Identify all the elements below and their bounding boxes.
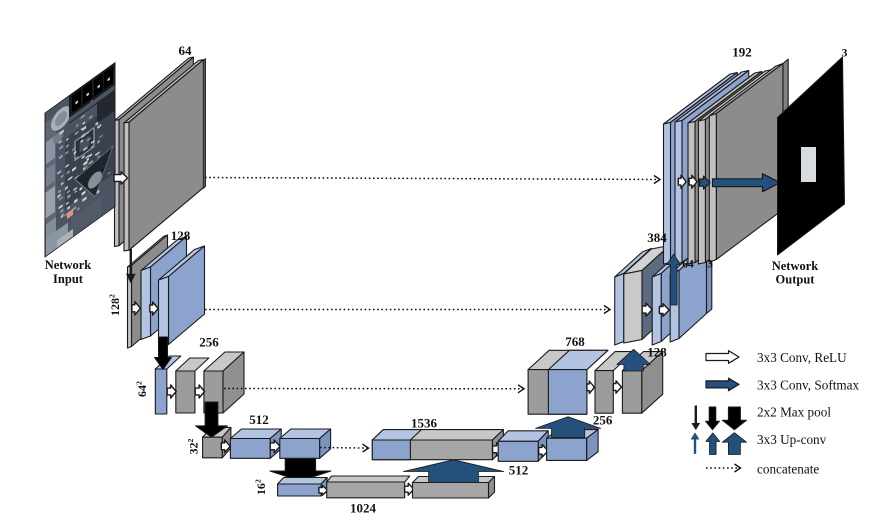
svg-text:3x3 Up-conv: 3x3 Up-conv bbox=[757, 432, 827, 447]
svg-text:Network: Network bbox=[45, 258, 92, 272]
svg-text:256: 256 bbox=[199, 335, 219, 350]
svg-text:256: 256 bbox=[593, 413, 613, 428]
svg-text:3: 3 bbox=[707, 259, 713, 271]
svg-text:64: 64 bbox=[179, 43, 193, 58]
svg-text:128: 128 bbox=[647, 344, 667, 359]
svg-text:Output: Output bbox=[776, 273, 816, 287]
svg-text:128: 128 bbox=[171, 228, 191, 243]
svg-text:1024: 1024 bbox=[350, 501, 377, 516]
svg-text:192: 192 bbox=[732, 45, 752, 60]
svg-text:1536: 1536 bbox=[411, 415, 438, 430]
svg-text:512: 512 bbox=[249, 412, 269, 427]
svg-text:concatenate: concatenate bbox=[757, 462, 819, 477]
svg-text:3x3 Conv, ReLU: 3x3 Conv, ReLU bbox=[757, 350, 847, 365]
svg-text:3: 3 bbox=[842, 48, 848, 60]
svg-text:1282: 1282 bbox=[107, 294, 122, 316]
svg-text:2x2 Max pool: 2x2 Max pool bbox=[757, 405, 831, 420]
svg-text:Input: Input bbox=[53, 272, 84, 286]
svg-text:768: 768 bbox=[565, 334, 585, 349]
svg-text:3x3 Conv, Softmax: 3x3 Conv, Softmax bbox=[757, 378, 859, 393]
svg-text:512: 512 bbox=[509, 463, 529, 478]
svg-text:Network: Network bbox=[772, 259, 819, 273]
svg-text:384: 384 bbox=[647, 230, 667, 245]
svg-text:64: 64 bbox=[682, 259, 694, 271]
